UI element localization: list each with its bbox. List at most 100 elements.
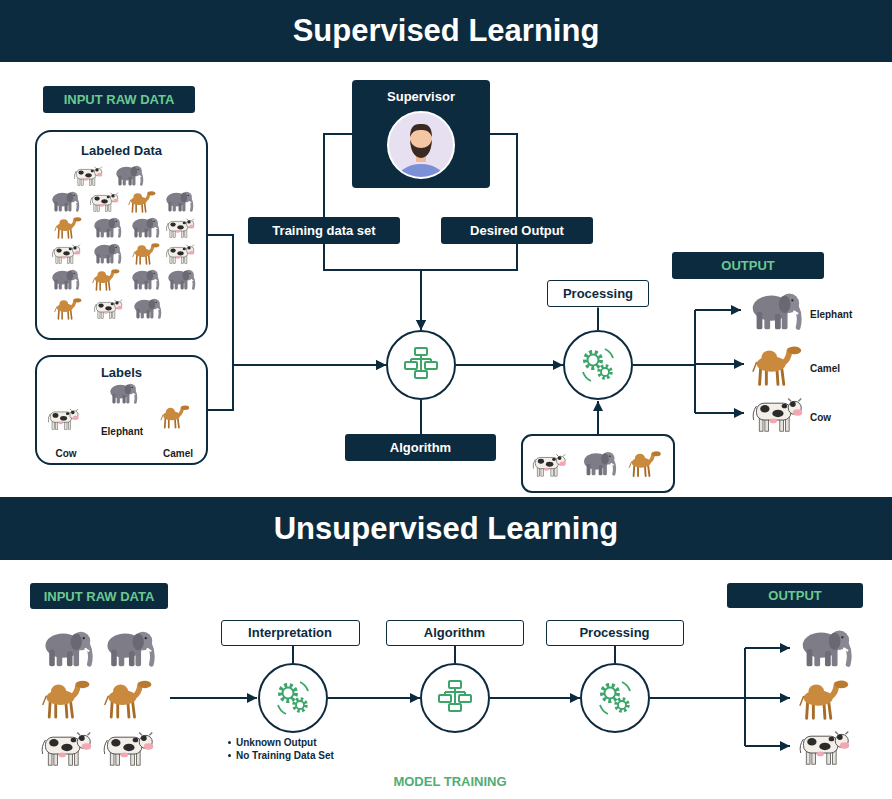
- camel-icon: [105, 681, 152, 717]
- flow-arrow: [695, 412, 744, 414]
- step-label: Algorithm: [390, 440, 451, 455]
- tag-text: INPUT RAW DATA: [44, 589, 155, 604]
- algorithm-circle: Algorithm: [386, 330, 456, 400]
- connector-arrow: [328, 697, 420, 699]
- cow-icon: [166, 245, 194, 264]
- stage-caption-holder: MODEL TRAINING: [350, 772, 550, 790]
- avatar-shirt: [396, 164, 446, 180]
- section-tag: OUTPUT: [672, 252, 824, 279]
- section-title: Supervised Learning: [293, 13, 600, 49]
- label-box: Processing: [547, 280, 649, 307]
- box-label: Training data set: [272, 223, 375, 238]
- supervisor-avatar: [386, 110, 456, 180]
- bullet-item: Unknown Output: [236, 737, 317, 748]
- elephant-icon: [803, 631, 850, 667]
- camel-icon: [55, 217, 82, 238]
- cow-icon: [533, 454, 566, 476]
- tag-text: OUTPUT: [768, 588, 821, 603]
- section-title: Unsupervised Learning: [274, 511, 619, 547]
- text-holder: Elephant: [97, 421, 147, 439]
- process-circle: Processing: [580, 663, 650, 733]
- cow-icon: [753, 399, 802, 432]
- tag-text: OUTPUT: [721, 258, 774, 273]
- cow-icon: [94, 300, 122, 319]
- label-box: Algorithm: [345, 434, 496, 461]
- output-name-holder: Elephant: [810, 304, 852, 322]
- camel-icon: [161, 406, 189, 428]
- algorithm-icon: [439, 681, 471, 711]
- algorithm-circle: Algorithm: [420, 663, 490, 733]
- cow-icon: [166, 219, 194, 238]
- tag-text: INPUT RAW DATA: [64, 92, 175, 107]
- flow-arrow: [695, 309, 741, 311]
- leader-line: [614, 646, 616, 663]
- cow-icon: [104, 733, 153, 766]
- elephant-icon: [94, 244, 120, 264]
- cow-icon: [42, 733, 91, 766]
- elephant-icon: [52, 192, 78, 212]
- process-circle: Processing: [563, 330, 633, 400]
- camel-icon: [629, 451, 661, 476]
- camel-icon: [133, 243, 160, 264]
- camel-icon: [43, 681, 90, 717]
- flow-arrow: [745, 745, 790, 747]
- bullet-line: No Training Data Set: [228, 750, 388, 761]
- avatar-figure: [396, 124, 446, 180]
- elephant-icon: [168, 270, 194, 290]
- elephant-icon: [110, 384, 136, 404]
- text-holder: Labeled Data: [37, 141, 206, 159]
- step-label: Interpretation: [248, 625, 332, 640]
- flow-arrow: [597, 401, 599, 435]
- elephant-icon: [94, 218, 120, 238]
- connector-arrow: [324, 134, 352, 217]
- elephant-icon: [584, 452, 614, 475]
- connector-arrow: [456, 364, 563, 366]
- connector-arrow: [208, 365, 386, 410]
- section-tag: INPUT RAW DATA: [43, 86, 195, 113]
- output-name-holder: Cow: [810, 407, 831, 425]
- label-box: Algorithm: [386, 620, 524, 646]
- leader-line: [420, 400, 422, 435]
- step-label: Processing: [579, 625, 649, 640]
- output-bracket: [650, 648, 745, 746]
- section-band: Supervised Learning: [0, 0, 892, 62]
- section-band: Unsupervised Learning: [0, 497, 892, 560]
- text-holder: Camel: [153, 443, 203, 461]
- connector-arrow: [324, 244, 421, 330]
- leader-line: [292, 646, 294, 663]
- avatar-hair: [410, 124, 432, 137]
- elephant-icon: [52, 270, 78, 290]
- elephant-icon: [753, 294, 800, 330]
- process-circle: InterpretationUnknown OutputNo Training …: [258, 663, 328, 733]
- supervisor-label: Supervisor: [387, 89, 455, 104]
- flow-arrow: [170, 697, 257, 699]
- cow-icon: [52, 245, 80, 264]
- input-box: Desired Output: [441, 217, 593, 244]
- leader-line: [597, 308, 599, 331]
- output-name-holder: Camel: [810, 358, 840, 376]
- elephant-icon: [132, 218, 158, 238]
- animal-name: Camel: [163, 448, 193, 459]
- bullet-item: No Training Data Set: [236, 750, 334, 761]
- output-name: Elephant: [810, 309, 852, 320]
- flow-arrow: [695, 363, 744, 365]
- elephant-icon: [45, 632, 90, 667]
- cow-icon: [90, 193, 118, 212]
- animal-name: Elephant: [101, 426, 143, 437]
- test-input-box: [522, 435, 674, 492]
- camel-icon: [800, 681, 848, 719]
- elephant-icon: [132, 270, 158, 290]
- box-label: Desired Output: [470, 223, 564, 238]
- section-tag: OUTPUT: [727, 583, 863, 608]
- elephant-icon: [116, 166, 142, 186]
- step-label: Algorithm: [424, 625, 485, 640]
- cow-icon: [74, 167, 102, 186]
- algorithm-icon: [405, 348, 437, 378]
- output-name: Cow: [810, 412, 831, 423]
- data-panel: Labeled Data: [35, 130, 208, 340]
- bullet-line: Unknown Output: [228, 737, 388, 748]
- flow-arrow: [745, 647, 790, 649]
- bullet-dot: [228, 741, 231, 744]
- label-box: Processing: [546, 620, 684, 646]
- labels-panel: LabelsElephantCowCamel: [35, 355, 208, 465]
